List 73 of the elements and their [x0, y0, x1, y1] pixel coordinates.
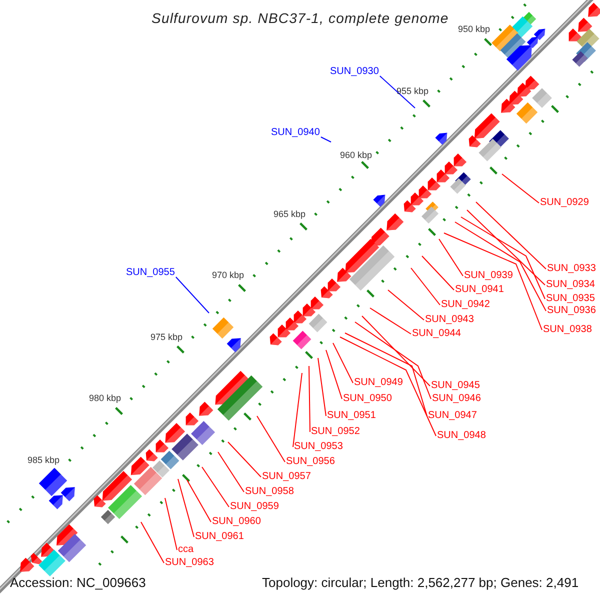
gene-label: SUN_0938 [543, 324, 592, 336]
leader-line [164, 498, 178, 550]
gene-label: SUN_0949 [354, 377, 403, 389]
gene-label: SUN_0929 [540, 197, 589, 209]
leader-line [292, 372, 302, 448]
leader-line [186, 480, 212, 522]
gene-label: SUN_0956 [286, 456, 335, 468]
leader-line [218, 452, 244, 492]
gene-label: SUN_0961 [195, 531, 244, 543]
scale-label: 980 kbp [89, 392, 122, 404]
leader-line [438, 238, 464, 276]
gene-label: SUN_0947 [428, 410, 477, 422]
leader-line [410, 268, 440, 306]
gene-label: SUN_0934 [546, 279, 595, 291]
leader-line [140, 522, 164, 564]
gene-label: SUN_0952 [311, 426, 360, 438]
gene-label: SUN_0941 [455, 284, 504, 296]
leader-line [422, 256, 454, 290]
scale-label: 985 kbp [28, 454, 60, 466]
leader-line [178, 478, 194, 538]
gene-label: SUN_0933 [547, 263, 596, 275]
gene-label: SUN_0950 [343, 393, 392, 405]
accession-text: Accession: NC_009663 [10, 574, 146, 590]
leader-line [388, 290, 424, 320]
leader-line [326, 350, 342, 400]
leader-line [340, 336, 436, 436]
genome-info-text: Topology: circular; Length: 2,562,277 bp; Genes: 2,491 [262, 574, 579, 590]
diagram-title: Sulfurovum sp. NBC37-1, complete genome [152, 10, 449, 26]
leader-line [502, 174, 540, 204]
gene-label: SUN_0957 [262, 471, 311, 483]
gene-label: SUN_0946 [432, 393, 481, 405]
gene-label: SUN_0948 [437, 430, 486, 442]
leader-line [460, 216, 546, 300]
leader-line [362, 316, 430, 386]
leader-line [370, 308, 412, 334]
gene-label: SUN_0943 [425, 314, 474, 326]
leader-line [320, 136, 332, 142]
gene-label: SUN_0959 [230, 501, 279, 513]
gene-label: SUN_0935 [546, 293, 595, 305]
leader-line [318, 358, 326, 416]
leader-line [202, 466, 230, 508]
leader-line [175, 276, 210, 314]
gene-label: SUN_0940 [271, 127, 320, 139]
leader-line [256, 416, 286, 462]
gene-label: SUN_0945 [431, 380, 480, 392]
gene-label: SUN_0958 [245, 486, 294, 498]
gene-label: SUN_0939 [464, 270, 513, 282]
gene-label: SUN_0953 [294, 441, 343, 453]
leader-line [454, 222, 546, 312]
leader-line [228, 442, 262, 478]
gene-label: SUN_0951 [327, 410, 376, 422]
gene-label: SUN_0942 [441, 299, 490, 311]
leader-line [379, 76, 416, 108]
gene-label: SUN_0936 [547, 305, 596, 317]
gene-label: SUN_0955 [126, 267, 175, 279]
leader-line [332, 342, 354, 384]
leader-line [466, 210, 546, 286]
leader-line [308, 366, 310, 432]
gene-label: SUN_0960 [212, 516, 261, 528]
scale-label: 950 kbp [458, 23, 490, 35]
scale-label: 975 kbp [150, 330, 183, 342]
scale-label: 960 kbp [340, 149, 372, 161]
scale-label: 965 kbp [274, 208, 306, 220]
leader-line [354, 322, 432, 400]
gene-label: cca [178, 544, 194, 556]
scale-label: 970 kbp [212, 269, 244, 281]
leader-line [344, 332, 428, 416]
leader-line [444, 232, 542, 330]
leader-line [476, 202, 546, 270]
gene-label: SUN_0930 [330, 66, 379, 78]
gene-label: SUN_0963 [165, 557, 214, 569]
gene-label: SUN_0944 [412, 328, 461, 340]
scale-label: 955 kbp [396, 84, 429, 96]
